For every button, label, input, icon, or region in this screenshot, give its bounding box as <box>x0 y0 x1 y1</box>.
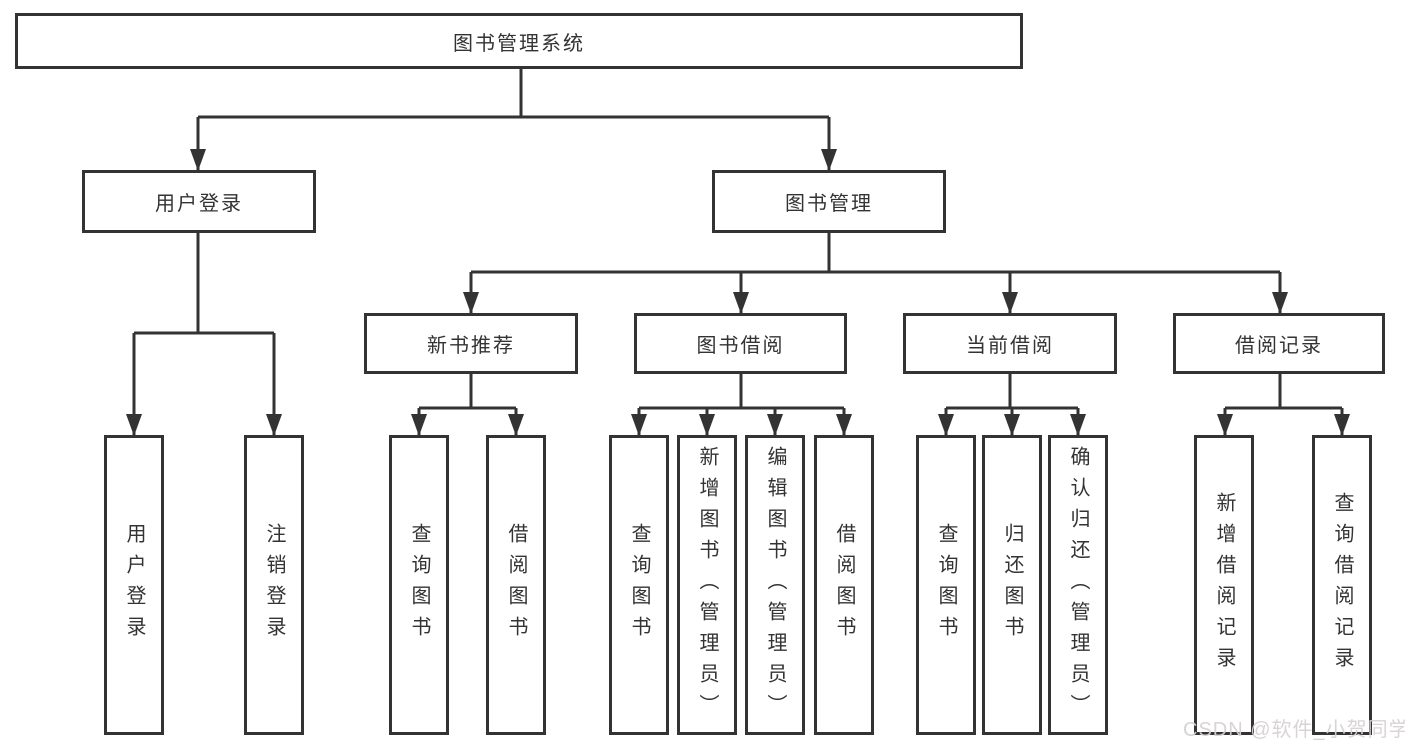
leaf-add-borrow-record: 新增借阅记录 <box>1194 435 1254 735</box>
node-library-management-system: 图书管理系统 <box>15 13 1023 69</box>
leaf-query-books-3: 查询图书 <box>916 435 976 735</box>
leaf-borrow-books-1: 借阅图书 <box>486 435 546 735</box>
node-current-borrowing: 当前借阅 <box>903 313 1117 374</box>
leaf-query-borrow-record: 查询借阅记录 <box>1312 435 1372 735</box>
leaf-edit-book-admin: 编辑图书（管理员） <box>745 435 805 735</box>
leaf-query-books-2: 查询图书 <box>609 435 669 735</box>
connector-trunks <box>134 68 1342 410</box>
leaf-confirm-return-admin: 确认归还（管理员） <box>1048 435 1108 735</box>
leaf-return-books: 归还图书 <box>982 435 1042 735</box>
node-new-book-recommendation: 新书推荐 <box>364 313 578 374</box>
csdn-watermark: CSDN @软件_小贺同学 <box>1183 719 1405 741</box>
leaf-query-books-1: 查询图书 <box>389 435 449 735</box>
node-book-borrowing: 图书借阅 <box>634 313 847 374</box>
leaf-borrow-books-2: 借阅图书 <box>814 435 874 735</box>
leaf-user-login: 用户登录 <box>104 435 164 735</box>
node-book-management: 图书管理 <box>712 170 946 233</box>
leaf-add-book-admin: 新增图书（管理员） <box>677 435 737 735</box>
node-borrowing-records: 借阅记录 <box>1173 313 1385 374</box>
leaf-logout: 注销登录 <box>244 435 304 735</box>
node-user-login: 用户登录 <box>82 170 316 233</box>
